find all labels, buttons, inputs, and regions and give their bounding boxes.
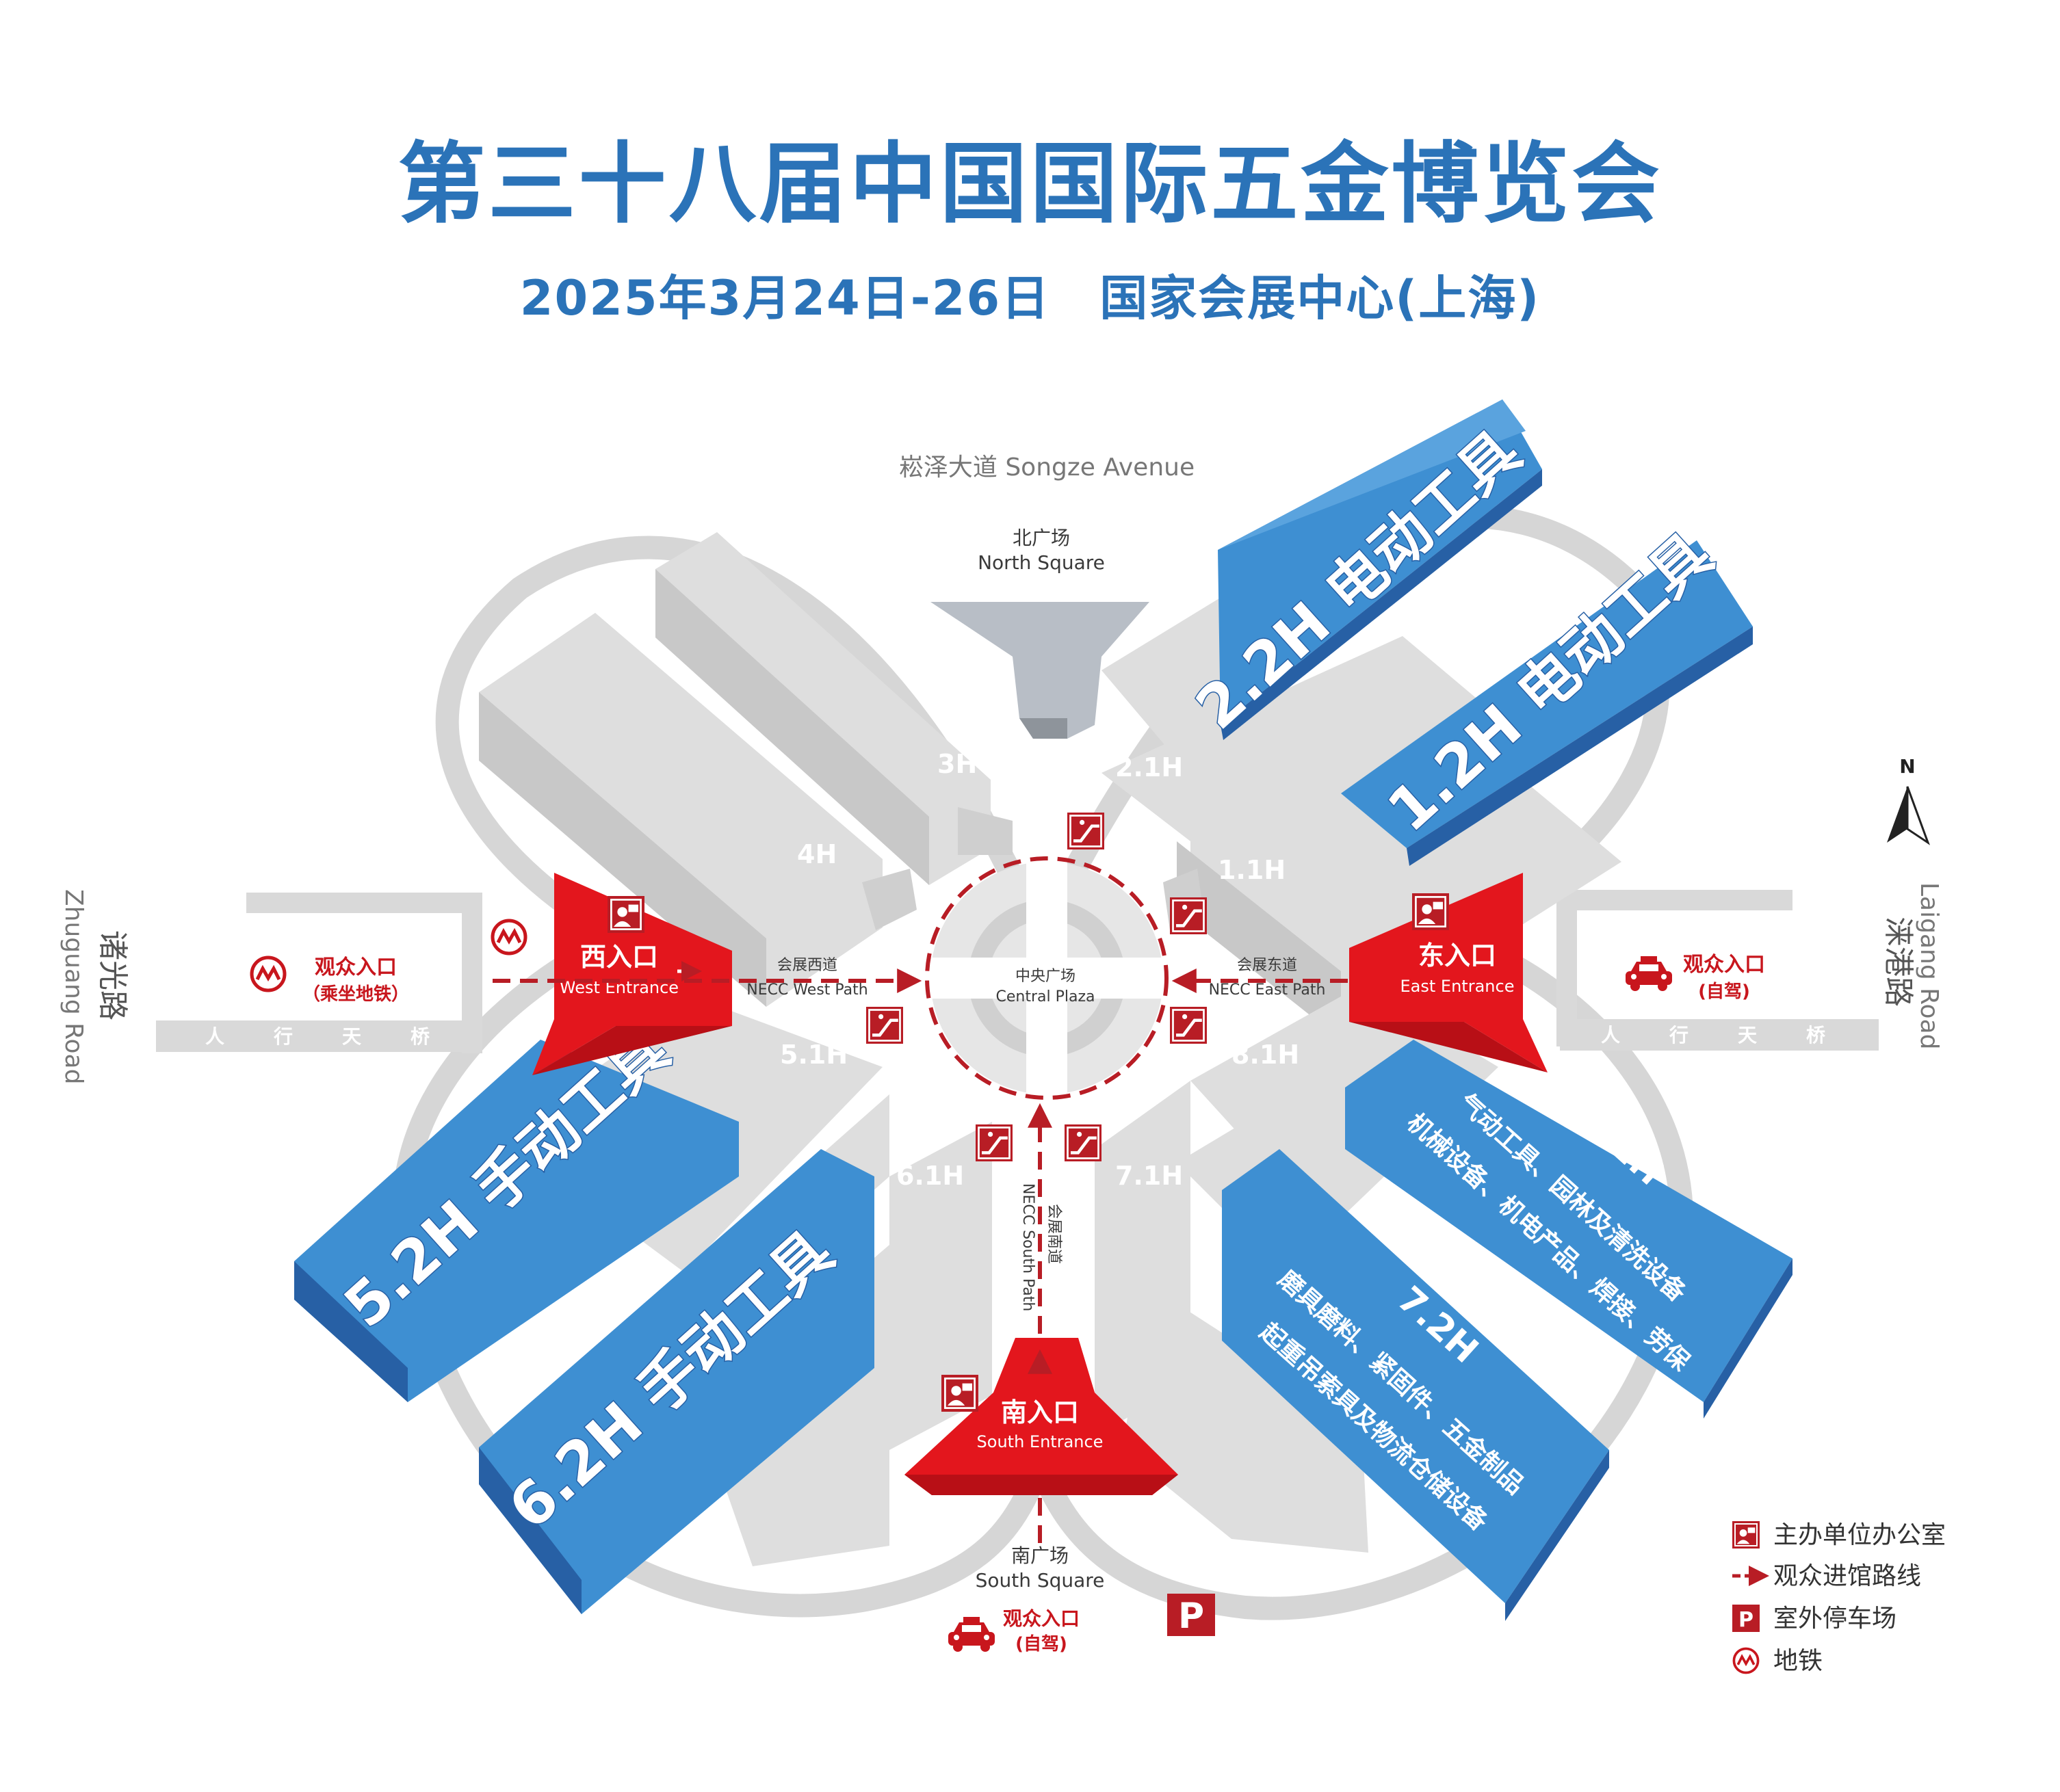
south-path-en: NECC South Path xyxy=(1019,1183,1036,1311)
north-square-cn: 北广场 xyxy=(1013,527,1070,549)
south-office-icon xyxy=(941,1375,978,1412)
page-title: 第三十八届中国国际五金博览会 xyxy=(397,133,1663,235)
svg-text:天: 天 xyxy=(1738,1024,1757,1046)
office-icon xyxy=(1732,1521,1760,1549)
hall-2-1h-label: 2.1H xyxy=(1115,752,1183,782)
legend-office: 主办单位办公室 xyxy=(1773,1521,1946,1549)
west-path-cn: 会展西道 xyxy=(777,957,837,974)
svg-text:桥: 桥 xyxy=(410,1025,430,1048)
north-square-building xyxy=(930,602,1149,739)
south-entrance[interactable]: 南入口 South Entrance xyxy=(904,1338,1178,1495)
hall-7-1h-label: 7.1H xyxy=(1115,1161,1183,1191)
east-path-en: NECC East Path xyxy=(1209,981,1326,999)
parking-legend-icon xyxy=(1732,1605,1760,1632)
hall-1-1h-label: 1.1H xyxy=(1218,855,1286,885)
metro-icon xyxy=(252,958,285,990)
svg-text:P: P xyxy=(1738,1608,1753,1632)
metro-legend-icon xyxy=(1732,1647,1760,1674)
east-bridge-label: 人 行 天 桥 xyxy=(1601,1024,1825,1046)
east-entrance[interactable]: 东入口 East Entrance xyxy=(1349,873,1548,1072)
central-plaza-en: Central Plaza xyxy=(996,988,1095,1005)
south-square-cn: 南广场 xyxy=(1011,1544,1069,1567)
legend: 主办单位办公室 观众进馆路线 P 室外停车场 地铁 xyxy=(1732,1521,1946,1675)
parking-icon: P xyxy=(1178,1596,1204,1637)
west-path-en: NECC West Path xyxy=(746,981,868,999)
legend-parking: 室外停车场 xyxy=(1773,1605,1896,1633)
taxi-icon xyxy=(1626,956,1672,991)
svg-text:人: 人 xyxy=(205,1025,224,1048)
south-entrance-en: South Entrance xyxy=(977,1432,1104,1451)
metro-station-icon xyxy=(493,921,525,953)
laigang-road-cn: 涞港路 xyxy=(1881,917,1916,1007)
metro-entry-l1: 观众入口 xyxy=(315,956,397,979)
zhuguang-road-en: Zhuguang Road xyxy=(60,889,88,1084)
svg-text:N: N xyxy=(1899,755,1915,778)
east-path-cn: 会展东道 xyxy=(1237,957,1297,974)
central-plaza xyxy=(930,862,1163,1094)
north-square-en: North Square xyxy=(978,551,1105,574)
central-plaza-cn: 中央广场 xyxy=(1015,968,1075,985)
car-entry-east[interactable]: 观众入口 (自驾) xyxy=(1626,953,1765,1002)
svg-text:桥: 桥 xyxy=(1806,1024,1825,1046)
hall-8-1h-label: 8.1H xyxy=(1231,1040,1299,1070)
metro-entry[interactable]: 观众入口 （乘坐地铁） xyxy=(252,921,525,1005)
svg-text:行: 行 xyxy=(1669,1024,1689,1046)
car-south-l1: 观众入口 xyxy=(1003,1607,1080,1630)
north-arrow-icon: N xyxy=(1887,755,1930,845)
car-east-l1: 观众入口 xyxy=(1683,953,1765,977)
west-office-icon xyxy=(608,896,644,933)
car-south-l2: (自驾) xyxy=(1015,1633,1067,1655)
page-subtitle: 2025年3月24日-26日 国家会展中心(上海) xyxy=(519,270,1541,326)
south-path-cn: 会展南道 xyxy=(1045,1204,1062,1264)
svg-text:人: 人 xyxy=(1601,1024,1620,1046)
taxi-icon xyxy=(948,1617,995,1652)
hall-6-1h-label: 6.1H xyxy=(896,1161,964,1191)
east-office-icon xyxy=(1412,893,1449,930)
parking-lot[interactable]: P xyxy=(1167,1594,1215,1637)
svg-text:天: 天 xyxy=(342,1025,361,1048)
south-square-en: South Square xyxy=(976,1569,1105,1592)
car-east-l2: (自驾) xyxy=(1698,981,1750,1002)
svg-text:行: 行 xyxy=(273,1025,293,1048)
east-entrance-en: East Entrance xyxy=(1400,977,1515,996)
legend-route: 观众进馆路线 xyxy=(1773,1562,1921,1590)
car-entry-south[interactable]: 观众入口 (自驾) xyxy=(948,1607,1080,1655)
west-entrance-cn: 西入口 xyxy=(580,942,658,972)
hall-5-1h-label: 5.1H xyxy=(780,1040,848,1070)
west-pedestrian-bridge xyxy=(156,893,482,1053)
east-pedestrian-bridge xyxy=(1556,890,1879,1051)
metro-entry-l2: （乘坐地铁） xyxy=(302,984,409,1005)
hall-3h-label: 3H xyxy=(937,749,977,779)
visitor-routes xyxy=(493,856,1348,1553)
zhuguang-road-cn: 诸光路 xyxy=(95,930,130,1020)
west-bridge-label: 人 行 天 桥 xyxy=(205,1025,430,1048)
south-entrance-cn: 南入口 xyxy=(1001,1397,1079,1427)
laigang-road-en: Laigang Road xyxy=(1915,882,1943,1049)
hall-4h-label: 4H xyxy=(797,839,837,869)
east-entrance-cn: 东入口 xyxy=(1418,940,1496,971)
legend-metro: 地铁 xyxy=(1773,1647,1823,1675)
songze-avenue-label: 崧泽大道 Songze Avenue xyxy=(899,453,1195,482)
